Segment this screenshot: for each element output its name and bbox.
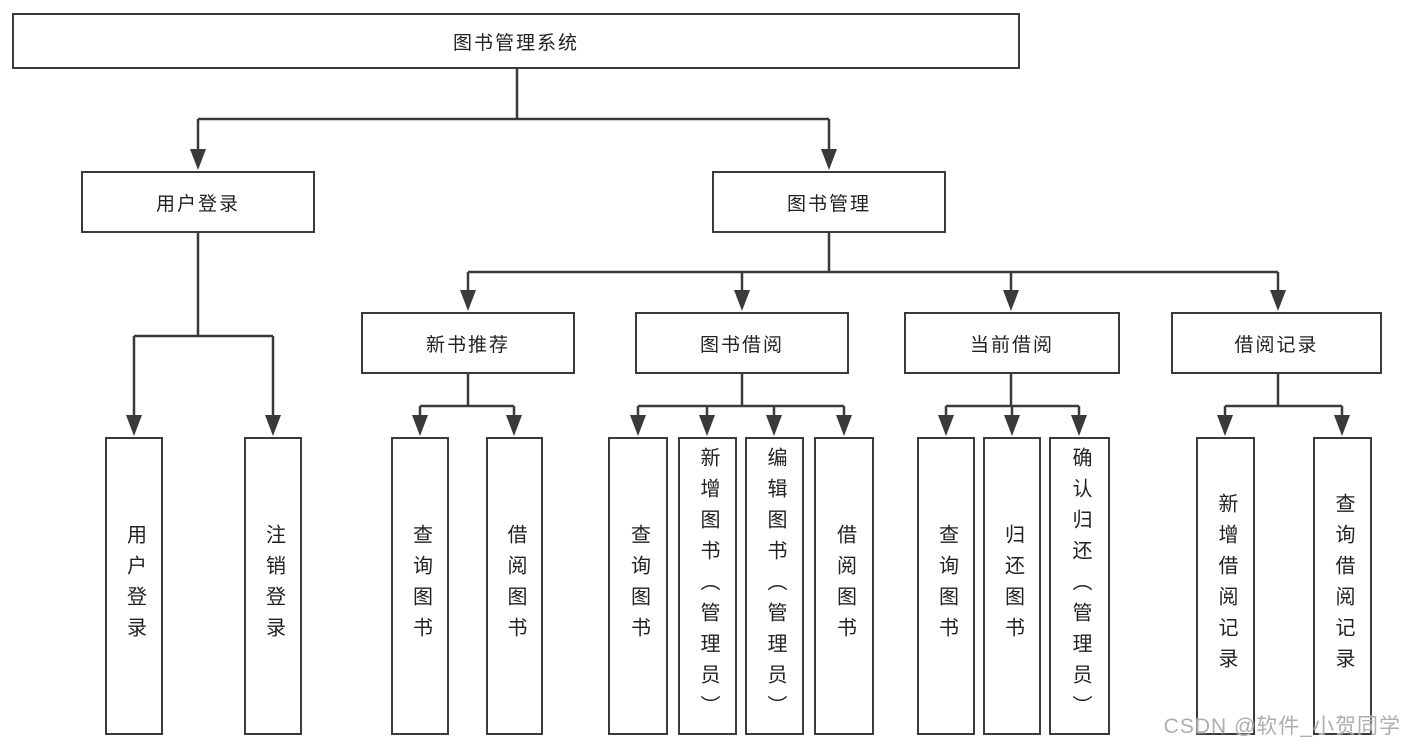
node-query-books-recommend: 查询图书: [391, 437, 449, 735]
node-label: 用户登录: [123, 524, 146, 648]
csdn-watermark: CSDN @软件_小贺同学: [1163, 715, 1401, 738]
node-book-borrowing: 图书借阅: [635, 312, 849, 374]
node-label: 归还图书: [1001, 524, 1024, 648]
node-label: 查询图书: [935, 524, 958, 648]
node-label: 新增图书（管理员）: [697, 446, 719, 726]
node-label: 查询借阅记录: [1332, 493, 1354, 679]
node-confirm-return-admin: 确认归还（管理员）: [1049, 437, 1110, 735]
node-label: 确认归还（管理员）: [1069, 446, 1091, 726]
node-edit-books-admin: 编辑图书（管理员）: [745, 437, 804, 735]
node-label: 新增借阅记录: [1215, 493, 1237, 679]
node-user-login: 用户登录: [81, 171, 315, 233]
node-label: 借阅图书: [833, 524, 856, 648]
node-book-management-system: 图书管理系统: [12, 13, 1020, 69]
node-current-borrowing: 当前借阅: [904, 312, 1120, 374]
node-label: 借阅图书: [504, 524, 526, 648]
node-book-management: 图书管理: [712, 171, 946, 233]
node-new-book-recommendation: 新书推荐: [361, 312, 575, 374]
node-borrow-books-leaf: 借阅图书: [814, 437, 874, 735]
node-add-borrow-record: 新增借阅记录: [1196, 437, 1255, 735]
node-label: 查询图书: [409, 524, 432, 648]
node-borrow-books-recommend: 借阅图书: [486, 437, 543, 735]
node-label: 注销登录: [262, 524, 285, 648]
node-return-books: 归还图书: [983, 437, 1041, 735]
node-query-borrow-record: 查询借阅记录: [1313, 437, 1372, 735]
node-label: 查询图书: [627, 524, 650, 648]
node-query-books-current: 查询图书: [917, 437, 975, 735]
node-borrowing-records: 借阅记录: [1171, 312, 1382, 374]
node-add-books-admin: 新增图书（管理员）: [678, 437, 737, 735]
node-logout: 注销登录: [244, 437, 302, 735]
node-label: 编辑图书（管理员）: [764, 446, 786, 726]
node-user-login-leaf: 用户登录: [105, 437, 163, 735]
node-query-books-borrow: 查询图书: [608, 437, 668, 735]
